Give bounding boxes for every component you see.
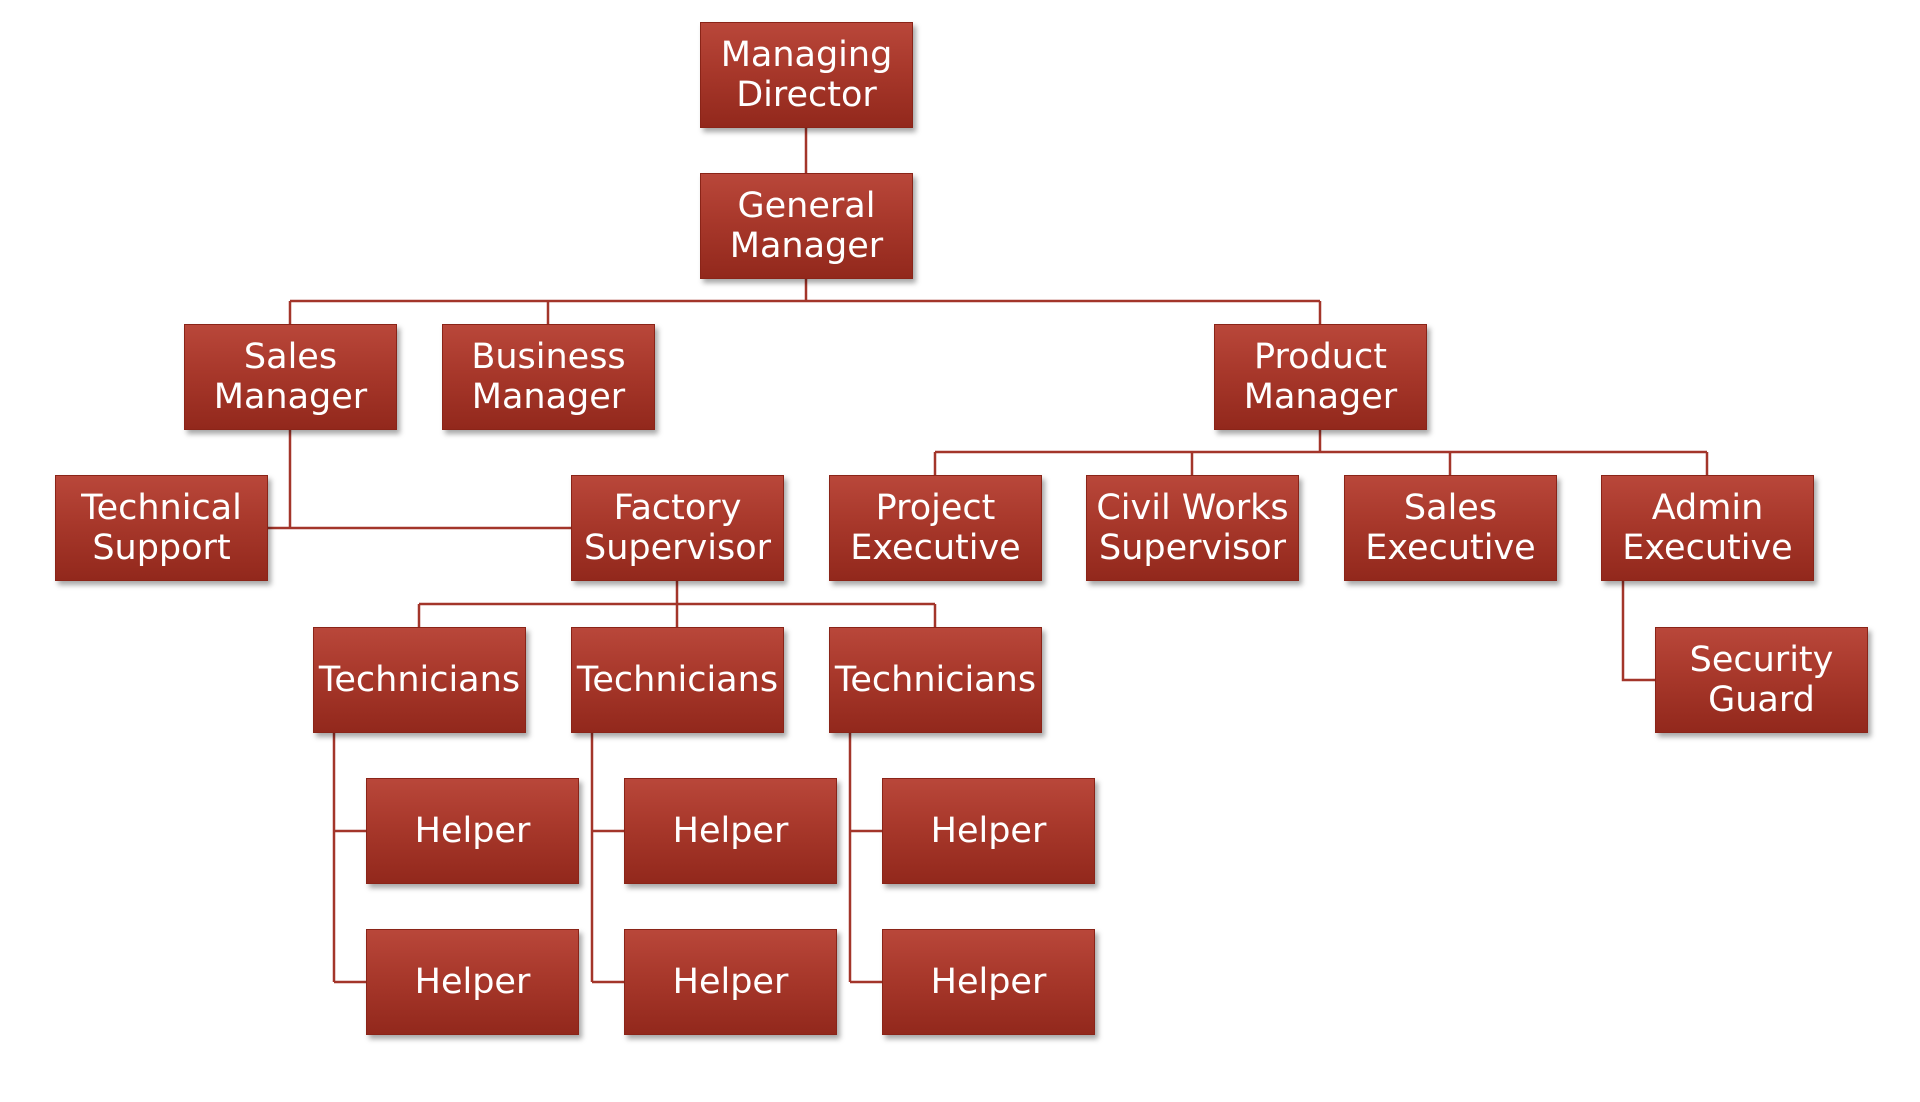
node-product-manager: Product Manager xyxy=(1214,324,1427,430)
node-helper: Helper xyxy=(366,778,579,884)
connector-t1-helpers xyxy=(332,733,366,984)
node-general-manager: General Manager xyxy=(700,173,913,279)
node-sales-executive: Sales Executive xyxy=(1344,475,1557,581)
connector-pm-executives xyxy=(933,430,1709,475)
node-helper: Helper xyxy=(366,929,579,1035)
node-project-executive: Project Executive xyxy=(829,475,1042,581)
connector-ae-security xyxy=(1621,581,1655,682)
node-civil-works-supervisor: Civil Works Supervisor xyxy=(1086,475,1299,581)
node-security-guard: Security Guard xyxy=(1655,627,1868,733)
node-helper: Helper xyxy=(882,929,1095,1035)
node-sales-manager: Sales Manager xyxy=(184,324,397,430)
node-helper: Helper xyxy=(624,778,837,884)
connector-gm-managers xyxy=(288,279,1322,324)
connector-fs-technicians xyxy=(417,581,937,627)
connector-t2-helpers xyxy=(590,733,624,984)
node-technicians: Technicians xyxy=(829,627,1042,733)
node-managing-director: Managing Director xyxy=(700,22,913,128)
node-business-manager: Business Manager xyxy=(442,324,655,430)
node-helper: Helper xyxy=(624,929,837,1035)
node-technicians: Technicians xyxy=(571,627,784,733)
node-admin-executive: Admin Executive xyxy=(1601,475,1814,581)
connector-sm-support xyxy=(268,430,571,530)
node-helper: Helper xyxy=(882,778,1095,884)
node-technicians: Technicians xyxy=(313,627,526,733)
node-factory-supervisor: Factory Supervisor xyxy=(571,475,784,581)
node-technical-support: Technical Support xyxy=(55,475,268,581)
connector-t3-helpers xyxy=(848,733,882,984)
